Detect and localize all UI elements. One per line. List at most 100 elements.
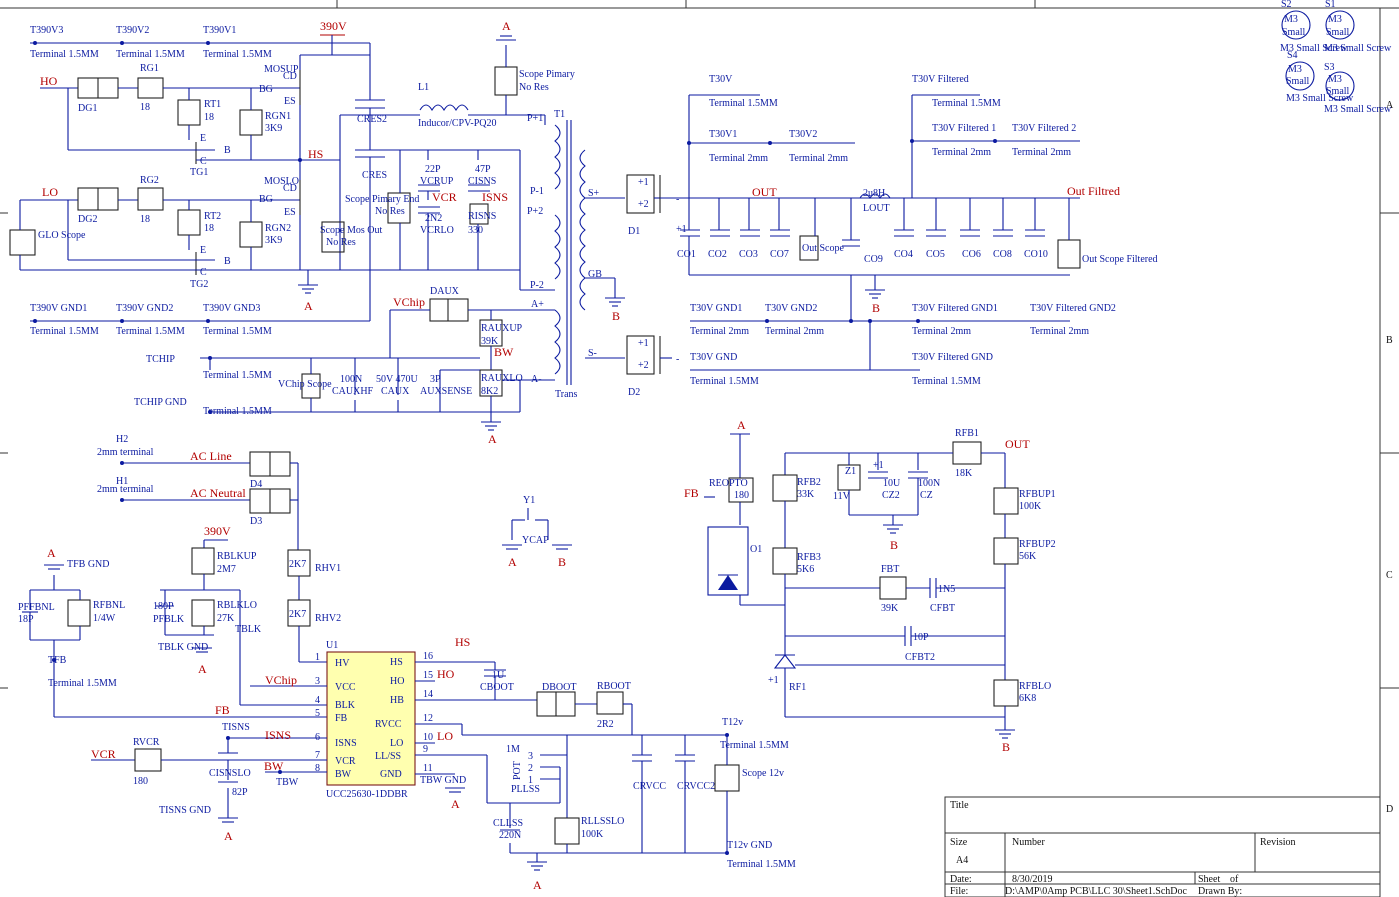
t30v-gnd-type: Terminal 1.5MM [690,376,759,387]
u1-pin-vcr: VCR [335,756,356,767]
gnd-a-opto: A [737,418,746,432]
output-rectifier: +1 +2 D1 +1 +2 D2 - - [626,174,1080,398]
o1-ref: O1 [750,544,762,555]
tfb-type: Terminal 1.5MM [48,678,117,689]
gnd-a-ycap: A [508,555,517,569]
rblklo-val: 27K [217,613,235,624]
zone-label-a: A [1386,100,1394,111]
moslo-cd: CD [283,183,297,194]
cfbt2-val: 10P [913,632,929,643]
co8-ref: CO8 [993,249,1012,260]
tisns-gnd-label: TISNS GND [159,805,211,816]
tbw-label: TBW [276,777,299,788]
net-vchip-u1: VChip [265,673,297,687]
tg1-b: B [224,145,231,156]
tg1-c: C [200,156,207,167]
rfb3-ref: RFB3 [797,552,821,563]
l1-ref: L1 [418,82,429,93]
risns-ref: RISNS [468,211,496,222]
d2-p2: +2 [638,360,649,371]
mosup-cd: CD [283,71,297,82]
net-hs: HS [308,147,323,161]
dg1-ref: DG1 [78,103,97,114]
t1-val: Trans [555,389,578,400]
rfblo-val: 6K8 [1019,693,1036,704]
sense-inputs: TISNS ISNS VCR RVCR 180 CISNSLO 82P TISN… [91,722,327,843]
gnd-a-tisns: A [224,829,233,843]
gnd-b-ycap: B [558,555,566,569]
rauxlo-ref: RAUXLO [481,373,523,384]
pin11-num: 11 [423,763,433,774]
t390v-gnd3-label: T390V GND3 [203,303,260,314]
pin3-num: 3 [315,676,320,687]
s2-type: M3 Small Screw [1280,43,1348,54]
t30v-filtered1-type: Terminal 2mm [932,147,991,158]
cisnslo-val: 82P [232,787,248,798]
rt1-ref: RT1 [204,99,221,110]
u1-pin-fb: FB [335,713,348,724]
t30v-filtered-gnd1-label: T30V Filtered GND1 [912,303,998,314]
rhv1-ref: RHV1 [315,563,341,574]
revision-label: Revision [1260,837,1296,848]
t12v-gnd-type: Terminal 1.5MM [727,859,796,870]
rboot-ref: RBOOT [597,681,631,692]
rf1-plus: +1 [768,675,779,686]
t390v-gnd3-type: Terminal 1.5MM [203,326,272,337]
vcrup-ref: VCRUP [420,176,454,187]
net-fb-left: FB [215,703,230,717]
pin10-num: 10 [423,732,433,743]
moslo-es: ES [284,207,296,218]
rhv2-ref: RHV2 [315,613,341,624]
u1-pin-vcc: VCC [335,682,356,693]
net-ho-u1: HO [437,667,455,681]
pot-pin1: 1 [528,775,533,786]
sheet-label: Sheet [1198,874,1220,885]
left-sense-network: A TFB GND PFFBNL 18P RFBNL 1/4W TFB Term… [18,524,327,718]
u1-ref: U1 [326,640,338,651]
gnd-a-tfb: A [47,546,56,560]
rfb2-ref: RFB2 [797,477,821,488]
d3-ref: D3 [250,516,262,527]
scope-primary-label: Scope Pimary [519,69,575,80]
t30v-filtered-gnd2-label: T30V Filtered GND2 [1030,303,1116,314]
cllss-val: 220N [499,830,521,841]
tbw-gnd-label: TBW GND [420,775,466,786]
dboot-ref: DBOOT [542,682,576,693]
t1-p1minus: P-1 [530,186,544,197]
rhv1-val: 2K7 [289,559,306,570]
net-vcr-u1: VCR [91,747,116,761]
out-scope-filtered-ref: Out Scope Filtered [1082,254,1158,265]
pin5-num: 5 [315,708,320,719]
transformer-t1: T1 P+1 P-1 P+2 P-2 A+ A- Trans S+ GB S- … [519,109,625,400]
pin1-num: 1 [315,652,320,663]
rllsslo-val: 100K [581,829,604,840]
rvcr-val: 180 [133,776,148,787]
gnd-b-out: B [872,301,880,315]
net-out-fb: OUT [1005,437,1030,451]
tg2-c: C [200,267,207,278]
output-capacitors: T30V Terminal 1.5MM T30V1 T30V2 Terminal… [676,74,1158,315]
t390v-gnd2-type: Terminal 1.5MM [116,326,185,337]
gnd-a-mosfet: A [304,299,313,313]
t30v-gnd-label: T30V GND [690,352,737,363]
t12v-type: Terminal 1.5MM [720,740,789,751]
t1-p2minus: P-2 [530,280,544,291]
net-out-filtred: Out Filtred [1067,184,1120,198]
rfbup2-ref: RFBUP2 [1019,539,1056,550]
zone-label-c: C [1386,570,1393,581]
c22p-val: 22P [425,164,441,175]
mosup-es: ES [284,96,296,107]
scope-primary-end-nores: No Res [375,206,405,217]
vcrlo-ref: VCRLO [420,225,454,236]
s4-m3: M3 [1288,64,1302,75]
cfbt-val: 1N5 [938,584,955,595]
s4-small: Small [1286,76,1310,87]
t1-aplus: A+ [531,299,544,310]
pfblk-val: 180P [153,601,174,612]
scope-primary-nores: No Res [519,82,549,93]
t30v-gnd2-label: T30V GND2 [765,303,817,314]
pin4-num: 4 [315,695,320,706]
pllss-ref: PLLSS [511,784,540,795]
cfbt2-ref: CFBT2 [905,652,935,663]
